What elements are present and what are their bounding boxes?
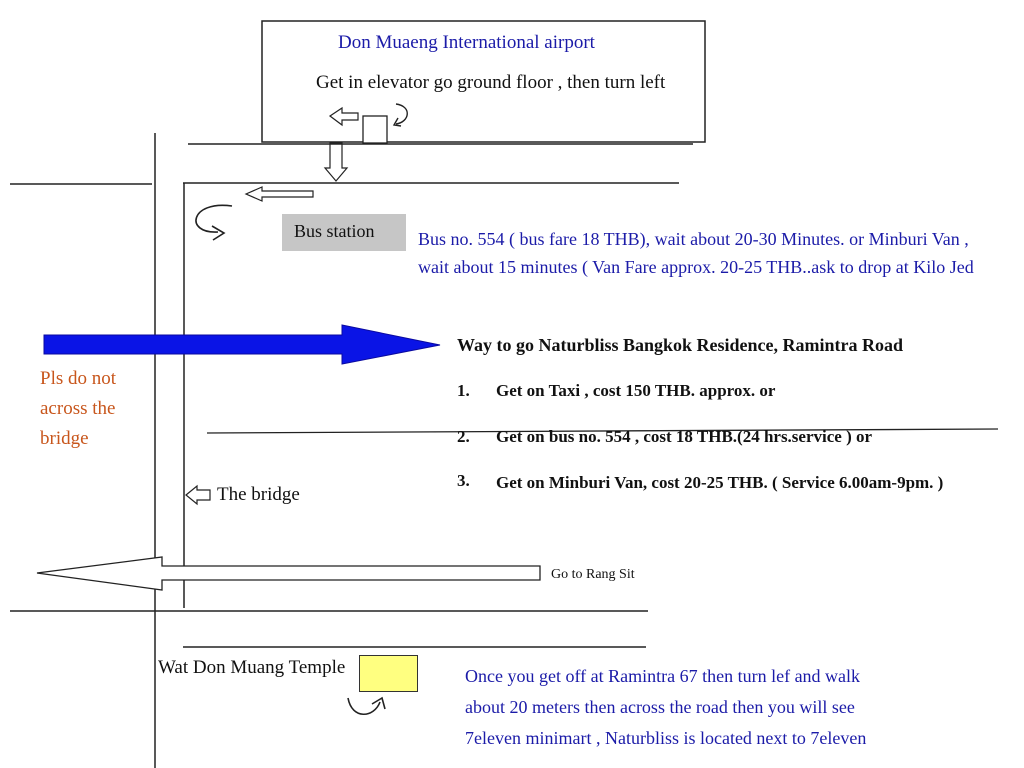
bus-station-label: Bus station — [294, 221, 375, 241]
bus-info-line: Bus no. 554 ( bus fare 18 THB), wait abo… — [418, 229, 969, 249]
airport-building — [261, 20, 706, 143]
final-direction-line: Once you get off at Ramintra 67 then tur… — [465, 666, 861, 686]
step-number: 3. — [457, 471, 470, 490]
curl-arrow-icon — [395, 103, 408, 125]
bus-station-box — [282, 214, 406, 251]
directions-heading: Way to go Naturbliss Bangkok Residence, … — [457, 335, 904, 355]
left-arrow-icon — [328, 106, 359, 127]
road-line — [206, 428, 999, 434]
rang-sit-arrow — [36, 556, 541, 591]
warning-line: across the — [40, 398, 116, 419]
step-number: 2. — [457, 427, 470, 446]
step-number: 1. — [457, 381, 470, 400]
step-text: Get on Minburi Van, cost 20-25 THB. ( Se… — [496, 473, 944, 492]
step-text: Get on Taxi , cost 150 THB. approx. or — [496, 381, 776, 400]
main-route-arrow — [43, 324, 441, 365]
final-direction-line: 7eleven minimart , Naturbliss is located… — [465, 728, 867, 748]
airport-instruction: Get in elevator go ground floor , then t… — [316, 72, 666, 93]
warning-line: bridge — [40, 428, 89, 449]
rang-sit-label: Go to Rang Sit — [551, 567, 635, 582]
warning-line: Pls do not — [40, 368, 117, 389]
final-direction-line: about 20 meters then across the road the… — [465, 697, 855, 717]
step-text: Get on bus no. 554 , cost 18 THB.(24 hrs… — [496, 427, 873, 446]
down-arrow-icon — [323, 142, 349, 182]
left-arrow-icon — [244, 186, 314, 202]
temple-marker — [359, 655, 418, 692]
bridge-label: The bridge — [217, 484, 300, 505]
u-turn-icon — [195, 204, 233, 233]
airport-title: Don Muaeng International airport — [338, 32, 595, 53]
elevator-icon — [362, 115, 388, 144]
u-turn-icon — [347, 697, 381, 716]
bridge-arrow-icon — [185, 484, 211, 506]
temple-label: Wat Don Muang Temple — [158, 657, 346, 678]
bus-info-line: wait about 15 minutes ( Van Fare approx.… — [418, 257, 974, 277]
